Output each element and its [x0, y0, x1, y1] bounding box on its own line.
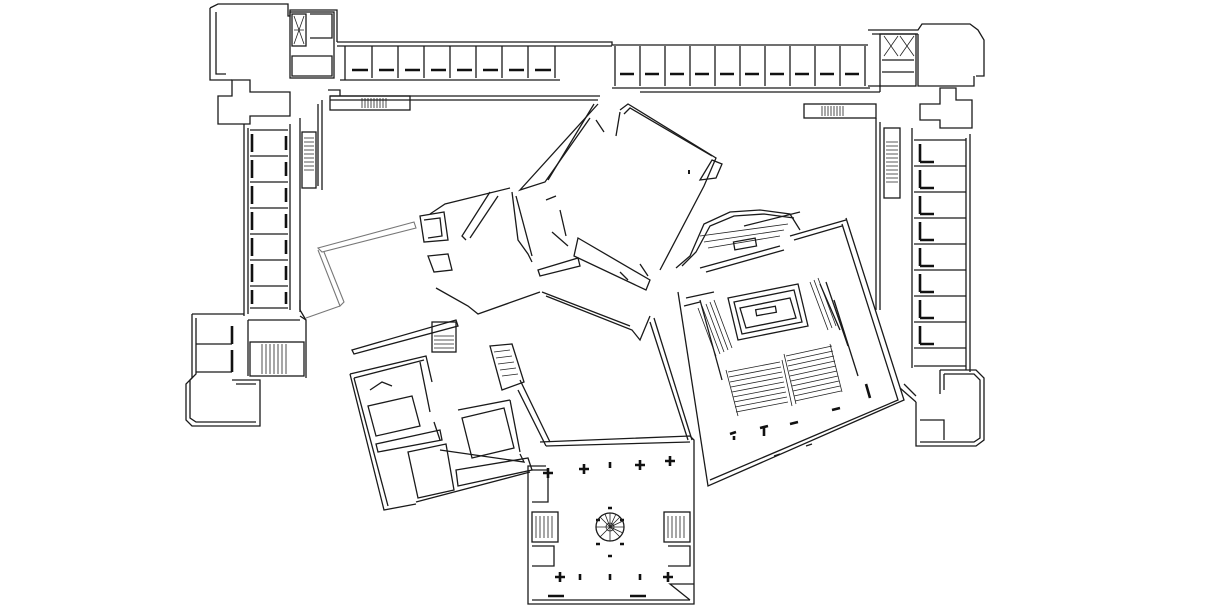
south-pavilion-stair-west: [531, 511, 559, 567]
east-wing: [875, 118, 971, 372]
east-wing-offices: [914, 139, 966, 367]
spiral-staircase: [595, 512, 625, 542]
north-central-angled-hall: [517, 103, 723, 271]
auditorium-seating-right: [783, 343, 843, 405]
southwest-corner-tower: [185, 309, 307, 427]
southwest-studio-block: [349, 319, 551, 511]
west-wing: [243, 100, 323, 316]
southeast-corner-tower: [899, 369, 985, 447]
south-pavilion: [527, 435, 695, 605]
auditorium-seating-left: [725, 359, 793, 417]
central-circulation: [419, 187, 693, 441]
northwest-corner-tower: [209, 3, 338, 125]
west-corridor-details: [299, 89, 341, 321]
west-wing-offices: [250, 129, 288, 309]
northeast-corner-tower: [868, 23, 985, 129]
south-pavilion-stair-east: [663, 511, 691, 567]
north-wing-offices-west: [344, 46, 556, 80]
north-wing-offices-east: [614, 46, 866, 86]
west-angled-bridge: [305, 221, 417, 319]
auditorium: [675, 209, 905, 487]
north-corridor-stair-west: [329, 95, 411, 111]
north-corridor-stair-east: [803, 103, 877, 119]
north-wing: [330, 41, 880, 101]
